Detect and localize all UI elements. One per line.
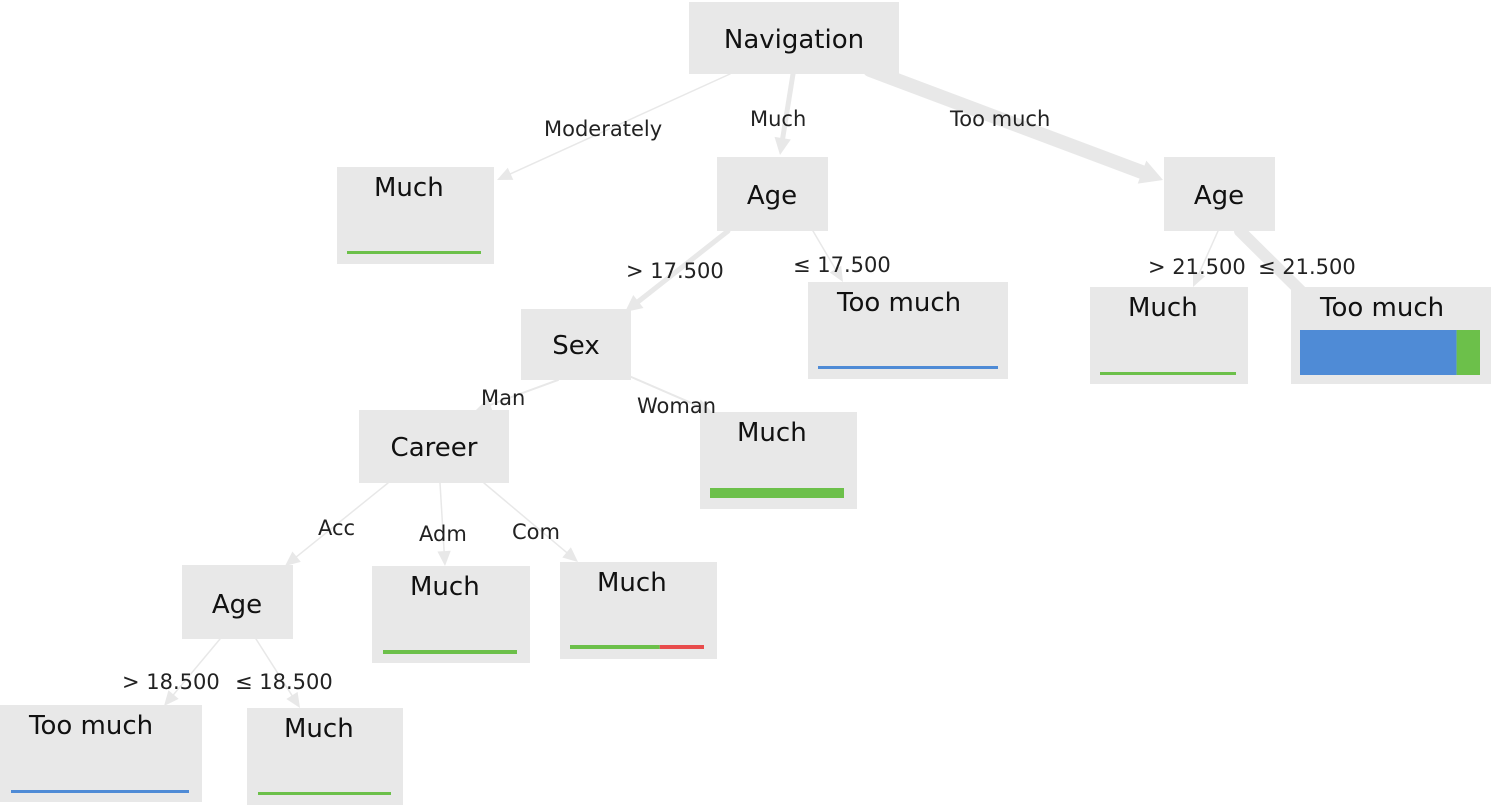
edge-root-to-n_age1 (780, 71, 796, 141)
node-box (359, 410, 509, 483)
arrowhead-n_too_18 (164, 690, 179, 706)
edge-n_age1-to-n_too_17 (812, 230, 837, 270)
class-bar-much (1456, 330, 1480, 375)
class-bar-much (710, 488, 844, 498)
arrowhead-n_age2 (1137, 160, 1163, 184)
edge-n_career-to-n_age3 (295, 482, 389, 558)
leaf-node-much[interactable]: Much (372, 566, 530, 663)
node-box (689, 2, 899, 74)
leaf-node-much[interactable]: Much (700, 412, 857, 509)
split-node-age[interactable]: Age (1164, 157, 1275, 231)
edge-root-to-n_much_mod (509, 73, 731, 175)
node-box (1090, 287, 1248, 384)
arrowhead-n_much_21 (1192, 270, 1206, 287)
edge-label-21-500: ≤ 21.500 (1258, 255, 1356, 279)
node-title: Age (1194, 181, 1244, 211)
node-title: Much (284, 714, 354, 744)
node-title: Much (374, 173, 444, 203)
split-node-navigation[interactable]: Navigation (689, 2, 899, 74)
node-title: Sex (552, 331, 599, 361)
class-bar-much (258, 792, 391, 795)
leaf-node-too-much[interactable]: Too much (1291, 287, 1491, 384)
class-bar-much (383, 650, 517, 654)
class-bar-other (659, 645, 704, 649)
node-title: Too much (1319, 293, 1444, 323)
node-box (337, 167, 494, 264)
edge-label-17-500: ≤ 17.500 (793, 253, 891, 277)
split-node-career[interactable]: Career (359, 410, 509, 483)
node-title: Navigation (724, 25, 864, 55)
arrowhead-n_much_com (562, 547, 578, 562)
arrowhead-n_much_18 (286, 691, 300, 708)
node-title: Much (410, 572, 480, 602)
node-box (521, 309, 631, 380)
leaf-node-much[interactable]: Much (560, 562, 717, 659)
arrowhead-n_sex (625, 295, 644, 312)
node-title: Age (212, 590, 262, 620)
node-box (717, 157, 828, 231)
edge-n_age2-to-n_much_21 (1198, 230, 1219, 275)
edge-label-21-500: > 21.500 (1148, 255, 1246, 279)
node-box (1164, 157, 1275, 231)
node-title: Career (391, 433, 478, 463)
edge-n_age3-to-n_too_18 (172, 638, 221, 696)
edge-label-too-much: Too much (949, 107, 1050, 131)
edge-label-much: Much (750, 107, 806, 131)
class-bar-much (570, 645, 660, 649)
arrowhead-n_age1 (774, 136, 791, 155)
split-node-age[interactable]: Age (182, 565, 293, 639)
edge-label-man: Man (481, 386, 525, 410)
edge-n_sex-to-n_career (489, 379, 559, 406)
arrowhead-n_much_mod (497, 167, 514, 180)
class-bar-too-much (1300, 330, 1457, 375)
node-title: Age (747, 181, 797, 211)
arrowhead-n_too_17 (829, 265, 843, 282)
edge-n_age1-to-n_sex (635, 228, 731, 304)
arrowhead-n_career (476, 398, 493, 412)
edge-label-18-500: ≤ 18.500 (235, 670, 333, 694)
node-title: Much (597, 568, 667, 598)
node-box (182, 565, 293, 639)
edge-label-com: Com (512, 520, 560, 544)
edge-label-moderately: Moderately (544, 117, 662, 141)
leaf-node-much[interactable]: Much (247, 708, 403, 805)
node-box (247, 708, 403, 805)
node-title: Too much (28, 711, 153, 741)
node-title: Much (737, 418, 807, 448)
leaf-node-much[interactable]: Much (1090, 287, 1248, 384)
edge-n_sex-to-n_much_woman (628, 375, 700, 407)
arrowhead-n_age3 (285, 551, 301, 566)
edge-n_career-to-n_much_adm (439, 482, 445, 552)
edge-root-to-n_age2 (863, 63, 1150, 180)
node-box (808, 282, 1008, 379)
edge-label-acc: Acc (318, 516, 355, 540)
class-bar-much (347, 251, 481, 254)
arrowhead-n_much_woman (695, 399, 712, 413)
split-node-sex[interactable]: Sex (521, 309, 631, 380)
class-bar-much (1100, 372, 1236, 375)
edge-label-woman: Woman (637, 394, 716, 418)
class-bar-too-much (818, 366, 998, 369)
leaf-node-much[interactable]: Much (337, 167, 494, 264)
leaf-node-too-much[interactable]: Too much (808, 282, 1008, 379)
edge-label-18-500: > 18.500 (122, 670, 220, 694)
node-box (560, 562, 717, 659)
node-title: Much (1128, 293, 1198, 323)
arrowhead-n_much_adm (437, 550, 451, 566)
edge-label-17-500: > 17.500 (626, 259, 724, 283)
edge-label-adm: Adm (419, 522, 467, 546)
split-node-age[interactable]: Age (717, 157, 828, 231)
node-title: Too much (836, 288, 961, 318)
class-bar-too-much (11, 790, 189, 793)
node-box (372, 566, 530, 663)
node-box (0, 705, 202, 802)
edge-n_career-to-n_much_com (483, 482, 568, 554)
leaf-node-too-much[interactable]: Too much (0, 705, 202, 802)
edge-n_age3-to-n_much_18 (255, 638, 293, 697)
